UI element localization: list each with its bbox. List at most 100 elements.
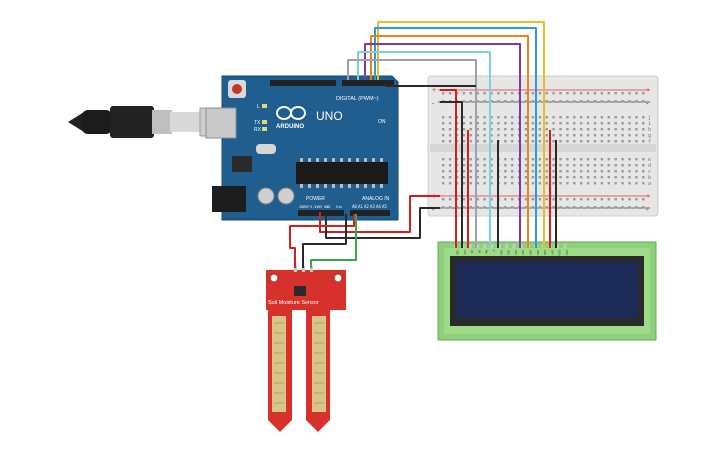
breadboard-hole <box>593 122 597 125</box>
breadboard-hole <box>538 198 541 201</box>
breadboard-hole <box>607 140 610 143</box>
breadboard-hole <box>573 116 576 119</box>
breadboard-hole <box>462 100 466 103</box>
breadboard-hole <box>628 134 631 137</box>
breadboard-hole <box>586 128 590 131</box>
breadboard-hole <box>448 128 452 131</box>
lcd-pin-label: DB6 <box>543 250 547 255</box>
breadboard-hole <box>614 116 617 119</box>
breadboard-hole <box>511 170 514 173</box>
breadboard-hole <box>642 100 645 103</box>
breadboard-hole <box>504 128 507 131</box>
breadboard-hole <box>524 206 528 209</box>
breadboard-hole <box>566 116 569 119</box>
breadboard-hole <box>628 182 631 185</box>
breadboard-hole <box>490 198 493 201</box>
breadboard-hole <box>524 128 528 131</box>
breadboard-hole <box>635 128 638 131</box>
breadboard-hole <box>448 158 452 161</box>
lcd-pin-label: RW <box>485 250 489 254</box>
breadboard-hole <box>511 164 514 167</box>
breadboard-hole <box>490 92 493 95</box>
breadboard-hole <box>607 164 610 167</box>
row-letter: h <box>648 127 651 133</box>
breadboard-hole <box>483 198 486 201</box>
rail-minus-top: - <box>432 101 435 108</box>
lcd-pin <box>497 244 501 248</box>
lcd-pin-label: LED- <box>565 250 569 257</box>
lcd-pin <box>475 244 479 248</box>
breadboard-hole <box>531 116 535 119</box>
breadboard-hole <box>642 176 645 179</box>
breadboard-hole <box>504 164 507 167</box>
breadboard-hole <box>593 128 597 131</box>
breadboard-hole <box>448 182 452 185</box>
breadboard-hole <box>448 134 452 137</box>
led-tx-label: TX <box>254 120 261 126</box>
breadboard-hole <box>593 100 597 103</box>
breadboard-hole <box>628 164 631 167</box>
breadboard-hole <box>621 128 624 131</box>
breadboard-hole <box>642 206 645 209</box>
breadboard-hole <box>483 176 486 179</box>
breadboard-hole <box>600 134 604 137</box>
breadboard-hole <box>552 134 555 137</box>
breadboard-hole <box>552 122 555 125</box>
breadboard-hole <box>614 182 617 185</box>
breadboard-hole <box>621 182 624 185</box>
breadboard-hole <box>642 140 645 143</box>
breadboard-hole <box>607 176 610 179</box>
breadboard-hole <box>580 100 583 103</box>
row-letter: d <box>648 163 651 169</box>
breadboard-hole <box>642 198 645 201</box>
breadboard-hole <box>593 206 597 209</box>
wire-red-sensor <box>289 214 355 268</box>
breadboard-hole <box>600 170 604 173</box>
breadboard-hole <box>462 158 466 161</box>
breadboard-hole <box>580 116 583 119</box>
breadboard-hole <box>593 134 597 137</box>
lcd-pin <box>490 244 494 248</box>
wire-green-sensor <box>310 214 357 268</box>
breadboard-hole <box>642 170 645 173</box>
breadboard-hole <box>635 206 638 209</box>
breadboard-hole <box>469 116 472 119</box>
sensor-pins <box>294 266 313 272</box>
breadboard-hole <box>642 122 645 125</box>
analog-header <box>350 210 390 216</box>
breadboard-hole <box>504 198 507 201</box>
breadboard-hole <box>538 116 541 119</box>
breadboard-hole <box>559 206 562 209</box>
lcd-pin <box>505 244 509 248</box>
breadboard-hole <box>497 100 500 103</box>
wires <box>289 21 557 268</box>
breadboard-hole <box>600 116 604 119</box>
breadboard-hole <box>614 176 617 179</box>
breadboard-hole <box>559 176 562 179</box>
breadboard-hole <box>552 170 555 173</box>
breadboard-hole <box>559 116 562 119</box>
breadboard-hole <box>635 122 638 125</box>
breadboard-hole <box>483 92 486 95</box>
breadboard-hole <box>497 92 500 95</box>
breadboard-hole <box>586 122 590 125</box>
breadboard-hole <box>642 116 645 119</box>
breadboard-hole <box>580 128 583 131</box>
breadboard-hole <box>552 140 555 143</box>
breadboard-hole <box>469 122 472 125</box>
breadboard-hole <box>469 140 472 143</box>
breadboard-hole <box>607 116 610 119</box>
breadboard-hole <box>580 164 583 167</box>
breadboard-hole <box>462 206 466 209</box>
breadboard-hole <box>628 176 631 179</box>
breadboard-hole <box>504 100 507 103</box>
breadboard-hole <box>552 176 555 179</box>
breadboard-hole <box>642 158 645 161</box>
breadboard-hole <box>442 182 445 185</box>
breadboard-hole <box>642 164 645 167</box>
wire-black-sensor <box>302 214 347 268</box>
breadboard-hole <box>580 170 583 173</box>
breadboard-hole <box>504 170 507 173</box>
breadboard-hole <box>442 164 445 167</box>
breadboard-hole <box>545 158 548 161</box>
